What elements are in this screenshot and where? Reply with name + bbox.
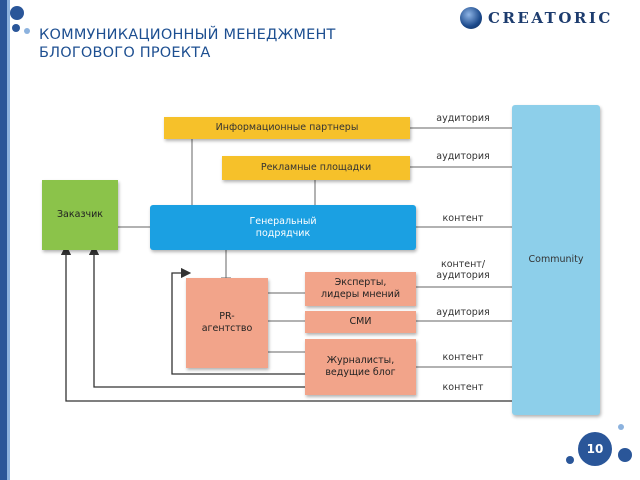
node-experts-line-2: лидеры мнений bbox=[321, 289, 400, 300]
node-pr-line-1: PR- bbox=[219, 311, 235, 322]
left-accent-stripe bbox=[7, 0, 10, 480]
page-title: КОММУНИКАЦИОННЫЙ МЕНЕДЖМЕНТ БЛОГОВОГО ПР… bbox=[39, 26, 459, 62]
node-general-line-1: Генеральный bbox=[249, 215, 317, 227]
decor-circle-br1 bbox=[618, 448, 632, 462]
node-pr-line-2: агентство bbox=[201, 323, 253, 334]
logo-text: CREATORIC bbox=[488, 9, 613, 27]
decor-circle-br2 bbox=[618, 424, 624, 430]
title-line-1: КОММУНИКАЦИОННЫЙ МЕНЕДЖМЕНТ bbox=[39, 27, 336, 43]
decor-circle-tiny bbox=[24, 28, 30, 34]
logo-mark-icon bbox=[460, 7, 482, 29]
node-experts: Эксперты, лидеры мнений bbox=[305, 272, 416, 306]
decor-circle-large bbox=[10, 6, 24, 20]
title-line-2: БЛОГОВОГО ПРОЕКТА bbox=[39, 45, 211, 61]
node-journalists-line-2: ведущие блог bbox=[325, 367, 396, 378]
arrow-journalists-to-pr bbox=[171, 267, 305, 375]
node-info-partners: Информационные партнеры bbox=[164, 117, 410, 139]
node-community: Community bbox=[512, 105, 600, 415]
edge-label-experts: контент/ аудитория bbox=[426, 259, 500, 281]
edge-label-experts-line-2: аудитория bbox=[436, 270, 490, 281]
edge-label-experts-line-1: контент/ bbox=[440, 259, 486, 270]
node-client: Заказчик bbox=[42, 180, 118, 250]
node-general-contractor: Генеральный подрядчик bbox=[150, 205, 416, 250]
node-media-label: СМИ bbox=[349, 316, 372, 327]
decor-circle-small bbox=[12, 24, 20, 32]
node-ad-platforms: Рекламные площадки bbox=[222, 156, 410, 180]
edge-label-journalists: контент bbox=[442, 352, 484, 363]
edge-label-general: контент bbox=[442, 213, 484, 224]
edge-label-media: аудитория bbox=[436, 307, 490, 318]
page-number: 10 bbox=[586, 442, 604, 456]
node-journalists: Журналисты, ведущие блог bbox=[305, 339, 416, 395]
left-accent-bar bbox=[0, 0, 7, 480]
node-journalists-line-1: Журналисты, bbox=[326, 355, 395, 366]
node-media: СМИ bbox=[305, 311, 416, 333]
arrow-journalists-to-client bbox=[88, 244, 305, 388]
edge-label-bottom: контент bbox=[442, 382, 484, 393]
node-client-label: Заказчик bbox=[56, 209, 104, 220]
node-ad-platforms-label: Рекламные площадки bbox=[260, 162, 372, 173]
node-info-partners-label: Информационные партнеры bbox=[215, 122, 359, 133]
decor-circle-br3 bbox=[566, 456, 574, 464]
edge-label-partners: аудитория bbox=[436, 113, 490, 124]
node-general-line-2: подрядчик bbox=[255, 227, 311, 239]
node-experts-line-1: Эксперты, bbox=[334, 277, 387, 288]
edge-label-ads: аудитория bbox=[436, 151, 490, 162]
arrow-bottom-to-client bbox=[60, 244, 512, 402]
creatoric-logo: CREATORIC bbox=[460, 6, 610, 30]
node-community-label: Community bbox=[528, 254, 584, 265]
page-number-badge: 10 bbox=[578, 432, 612, 466]
node-pr-agency: PR- агентство bbox=[186, 278, 268, 368]
